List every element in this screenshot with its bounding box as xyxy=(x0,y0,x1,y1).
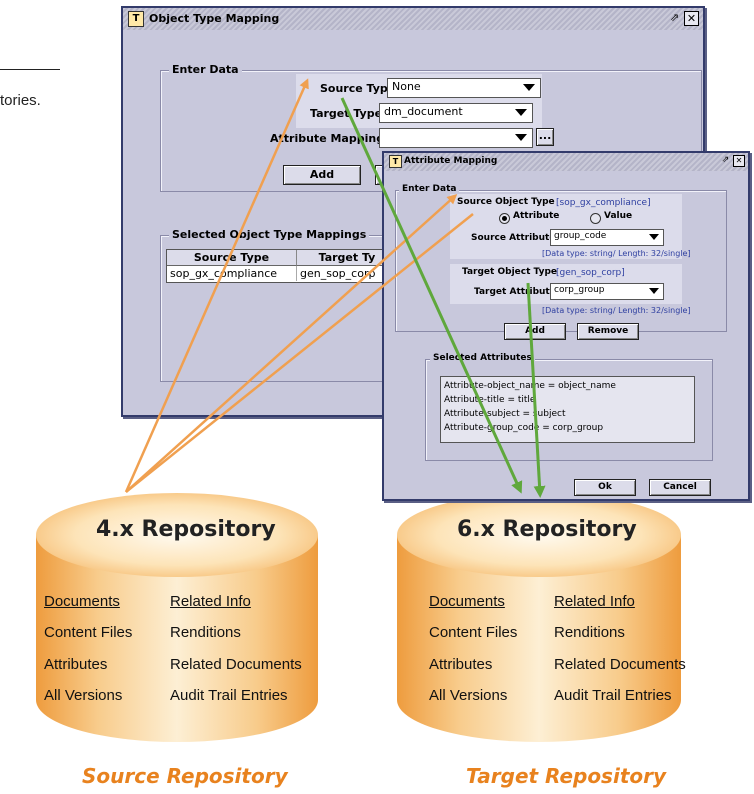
source-attribute-select[interactable]: group_code xyxy=(550,229,664,246)
source-attribute-value: group_code xyxy=(554,231,607,241)
enter-data-legend: Enter Data xyxy=(169,63,242,76)
close-icon[interactable]: ✕ xyxy=(684,11,699,26)
source-type-value: None xyxy=(392,80,421,93)
enter-data-panel: Enter Data xyxy=(160,63,702,192)
target-attribute-label: Target Attribute xyxy=(474,287,556,297)
cancel-button[interactable]: Cancel xyxy=(649,479,711,496)
restore-icon[interactable]: ⇗ xyxy=(669,11,680,24)
target-all-versions: All Versions xyxy=(429,687,508,704)
source-related-documents: Related Documents xyxy=(170,656,302,673)
target-content-files: Content Files xyxy=(429,624,518,641)
close-icon[interactable]: ✕ xyxy=(733,155,745,167)
add-mapping-button[interactable]: Add xyxy=(283,165,361,185)
add-attribute-button[interactable]: Add xyxy=(504,323,566,340)
target-repository-caption: Target Repository xyxy=(466,764,667,788)
ok-button[interactable]: Ok xyxy=(574,479,636,496)
app-t-icon: T xyxy=(389,155,402,168)
ellipsis-button[interactable]: ... xyxy=(536,128,554,146)
source-audit-trail: Audit Trail Entries xyxy=(170,687,288,704)
value-radio-label: Value xyxy=(604,211,633,221)
target-type-value: dm_document xyxy=(384,105,463,118)
attribute-radio-label: Attribute xyxy=(513,211,560,221)
target-renditions: Renditions xyxy=(554,624,625,641)
app-t-icon: T xyxy=(128,11,144,27)
target-attributes: Attributes xyxy=(429,656,493,673)
table-cell[interactable]: sop_gx_compliance xyxy=(167,266,297,281)
page-fragment-text: tories. xyxy=(0,92,41,109)
source-renditions: Renditions xyxy=(170,624,241,641)
source-related-info: Related Info xyxy=(170,593,251,610)
target-object-type-label: Target Object Type xyxy=(462,267,558,277)
target-related-documents: Related Documents xyxy=(554,656,686,673)
attribute-mapping-titlebar[interactable]: T Attribute Mapping ⇗ ✕ xyxy=(384,153,748,171)
source-object-type-value: [sop_gx_compliance] xyxy=(556,198,651,208)
page-rule xyxy=(0,69,60,70)
chevron-down-icon xyxy=(515,134,527,141)
attribute-radio[interactable] xyxy=(499,213,510,224)
list-item[interactable]: Attribute-title = title xyxy=(444,395,536,405)
source-type-select[interactable]: None xyxy=(387,78,541,98)
target-audit-trail: Audit Trail Entries xyxy=(554,687,672,704)
source-attributes: Attributes xyxy=(44,656,108,673)
source-data-type: [Data type: string/ Length: 32/single] xyxy=(542,249,691,258)
target-attribute-select[interactable]: corp_group xyxy=(550,283,664,300)
restore-icon[interactable]: ⇗ xyxy=(721,155,730,165)
list-item[interactable]: Attribute-group_code = corp_group xyxy=(444,423,604,433)
selected-attributes-legend: Selected Attributes xyxy=(430,353,535,363)
list-item[interactable]: Attribute-object_name = object_name xyxy=(444,381,616,391)
window-title: Object Type Mapping xyxy=(149,12,280,25)
source-attribute-label: Source Attribute xyxy=(471,233,556,243)
source-repository-cylinder xyxy=(36,493,318,742)
chevron-down-icon xyxy=(649,234,659,240)
target-object-type-value: [gen_sop_corp] xyxy=(556,268,625,278)
attribute-mappings-select[interactable] xyxy=(379,128,533,148)
list-item[interactable]: Attribute-subject = subject xyxy=(444,409,566,419)
chevron-down-icon xyxy=(649,288,659,294)
chevron-down-icon xyxy=(523,84,535,91)
target-related-info: Related Info xyxy=(554,593,635,610)
source-content-files: Content Files xyxy=(44,624,133,641)
window-title: Attribute Mapping xyxy=(404,156,498,166)
target-type-select[interactable]: dm_document xyxy=(379,103,533,123)
target-attribute-value: corp_group xyxy=(554,285,605,295)
source-repository-title: 4.x Repository xyxy=(96,517,276,542)
target-data-type: [Data type: string/ Length: 32/single] xyxy=(542,306,691,315)
mappings-table: Source Type Target Ty sop_gx_compliance … xyxy=(166,249,398,283)
attribute-mapping-window: T Attribute Mapping ⇗ ✕ Enter Data Sourc… xyxy=(382,151,750,501)
target-repository-title: 6.x Repository xyxy=(457,517,637,542)
target-repository-cylinder xyxy=(397,493,681,742)
chevron-down-icon xyxy=(515,109,527,116)
source-documents: Documents xyxy=(44,593,120,610)
column-header-source-type[interactable]: Source Type xyxy=(167,250,297,266)
object-type-mapping-titlebar[interactable]: T Object Type Mapping ⇗ ✕ xyxy=(123,8,703,30)
source-repository-caption: Source Repository xyxy=(82,764,288,788)
value-radio[interactable] xyxy=(590,213,601,224)
selected-mappings-legend: Selected Object Type Mappings xyxy=(169,228,370,241)
remove-attribute-button[interactable]: Remove xyxy=(577,323,639,340)
source-all-versions: All Versions xyxy=(44,687,123,704)
selected-attributes-list[interactable]: Attribute-object_name = object_name Attr… xyxy=(440,376,695,443)
target-type-label: Target Type xyxy=(310,107,383,120)
enter-data-legend: Enter Data xyxy=(399,184,460,194)
source-type-label: Source Type xyxy=(320,82,396,95)
attribute-mappings-label: Attribute Mappings xyxy=(270,132,391,145)
source-object-type-label: Source Object Type xyxy=(457,197,555,207)
target-documents: Documents xyxy=(429,593,505,610)
